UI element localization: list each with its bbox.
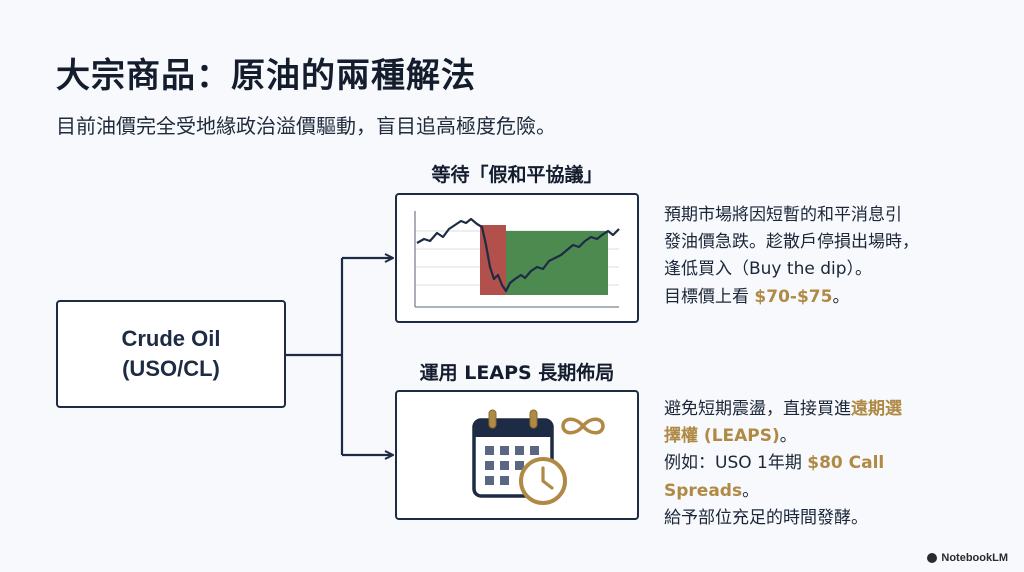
notebooklm-badge: NotebookLM [927, 552, 1008, 564]
desc-2-line-5: 給予部位充足的時間發酵。 [664, 507, 868, 528]
desc-1-line-4-text: 目標價上看 [664, 286, 755, 307]
root-label-line2: (USO/CL) [122, 356, 220, 381]
desc-1-line-1: 預期市場將因短暫的和平消息引 [664, 205, 902, 225]
badge-label: NotebookLM [941, 552, 1008, 564]
page-subtitle: 目前油價完全受地緣政治溢價驅動，盲目追高極度危險。 [56, 114, 556, 138]
infinity-icon [561, 417, 605, 435]
desc-2-line-2: 擇權 (LEAPS)。 [664, 423, 984, 450]
leaps-highlight-part1: 遠期選 [851, 399, 902, 419]
desc-1-line-4: 目標價上看 $70-$75。 [664, 284, 984, 311]
target-price-highlight: $70-$75 [754, 286, 833, 307]
desc-1-line-2: 發油價急跌。趁散戶停損出場時， [664, 232, 919, 253]
root-node-crude-oil: Crude Oil (USO/CL) [56, 300, 286, 408]
branch-1-description: 預期市場將因短暫的和平消息引 發油價急跌。趁散戶停損出場時， 逢低買入（Buy … [664, 202, 984, 311]
desc-2-line-2-end: 。 [779, 426, 797, 447]
root-label-line1: Crude Oil [121, 326, 221, 352]
branch-2-description: 避免短期震盪，直接買進遠期選 擇權 (LEAPS)。 例如：USO 1年期 $8… [664, 396, 984, 532]
price-line [416, 217, 620, 293]
call-spread-highlight-part1: $80 Call [807, 453, 885, 474]
call-spread-highlight-part2: Spreads [664, 480, 743, 501]
branch-2-title: 運用 LEAPS 長期佈局 [419, 362, 615, 384]
desc-1-line-4-end: 。 [832, 286, 850, 307]
calendar-clock-infinity-group [472, 409, 605, 505]
desc-2-line-3: 例如：USO 1年期 $80 Call [664, 450, 984, 477]
desc-2-line-1-text: 避免短期震盪，直接買進 [664, 399, 851, 419]
clock-icon [519, 457, 567, 505]
desc-2-line-4: Spreads。 [664, 478, 984, 505]
page-title: 大宗商品：原油的兩種解法 [56, 56, 476, 96]
leaps-highlight-part2: 擇權 (LEAPS) [664, 426, 780, 447]
notebooklm-logo-icon [927, 553, 938, 563]
recovery-zone-green [506, 231, 608, 295]
branch-2-card [395, 390, 639, 520]
desc-2-line-1: 避免短期震盪，直接買進遠期選 [664, 396, 984, 423]
desc-1-line-3: 逢低買入（Buy the dip）。 [664, 259, 873, 280]
branch-1-card [395, 193, 639, 323]
branch-1-title: 等待「假和平協議」 [431, 164, 603, 186]
stock-chart-icon [414, 211, 620, 308]
desc-2-line-3-text: 例如：USO 1年期 [664, 453, 808, 474]
desc-2-line-4-end: 。 [742, 480, 760, 501]
